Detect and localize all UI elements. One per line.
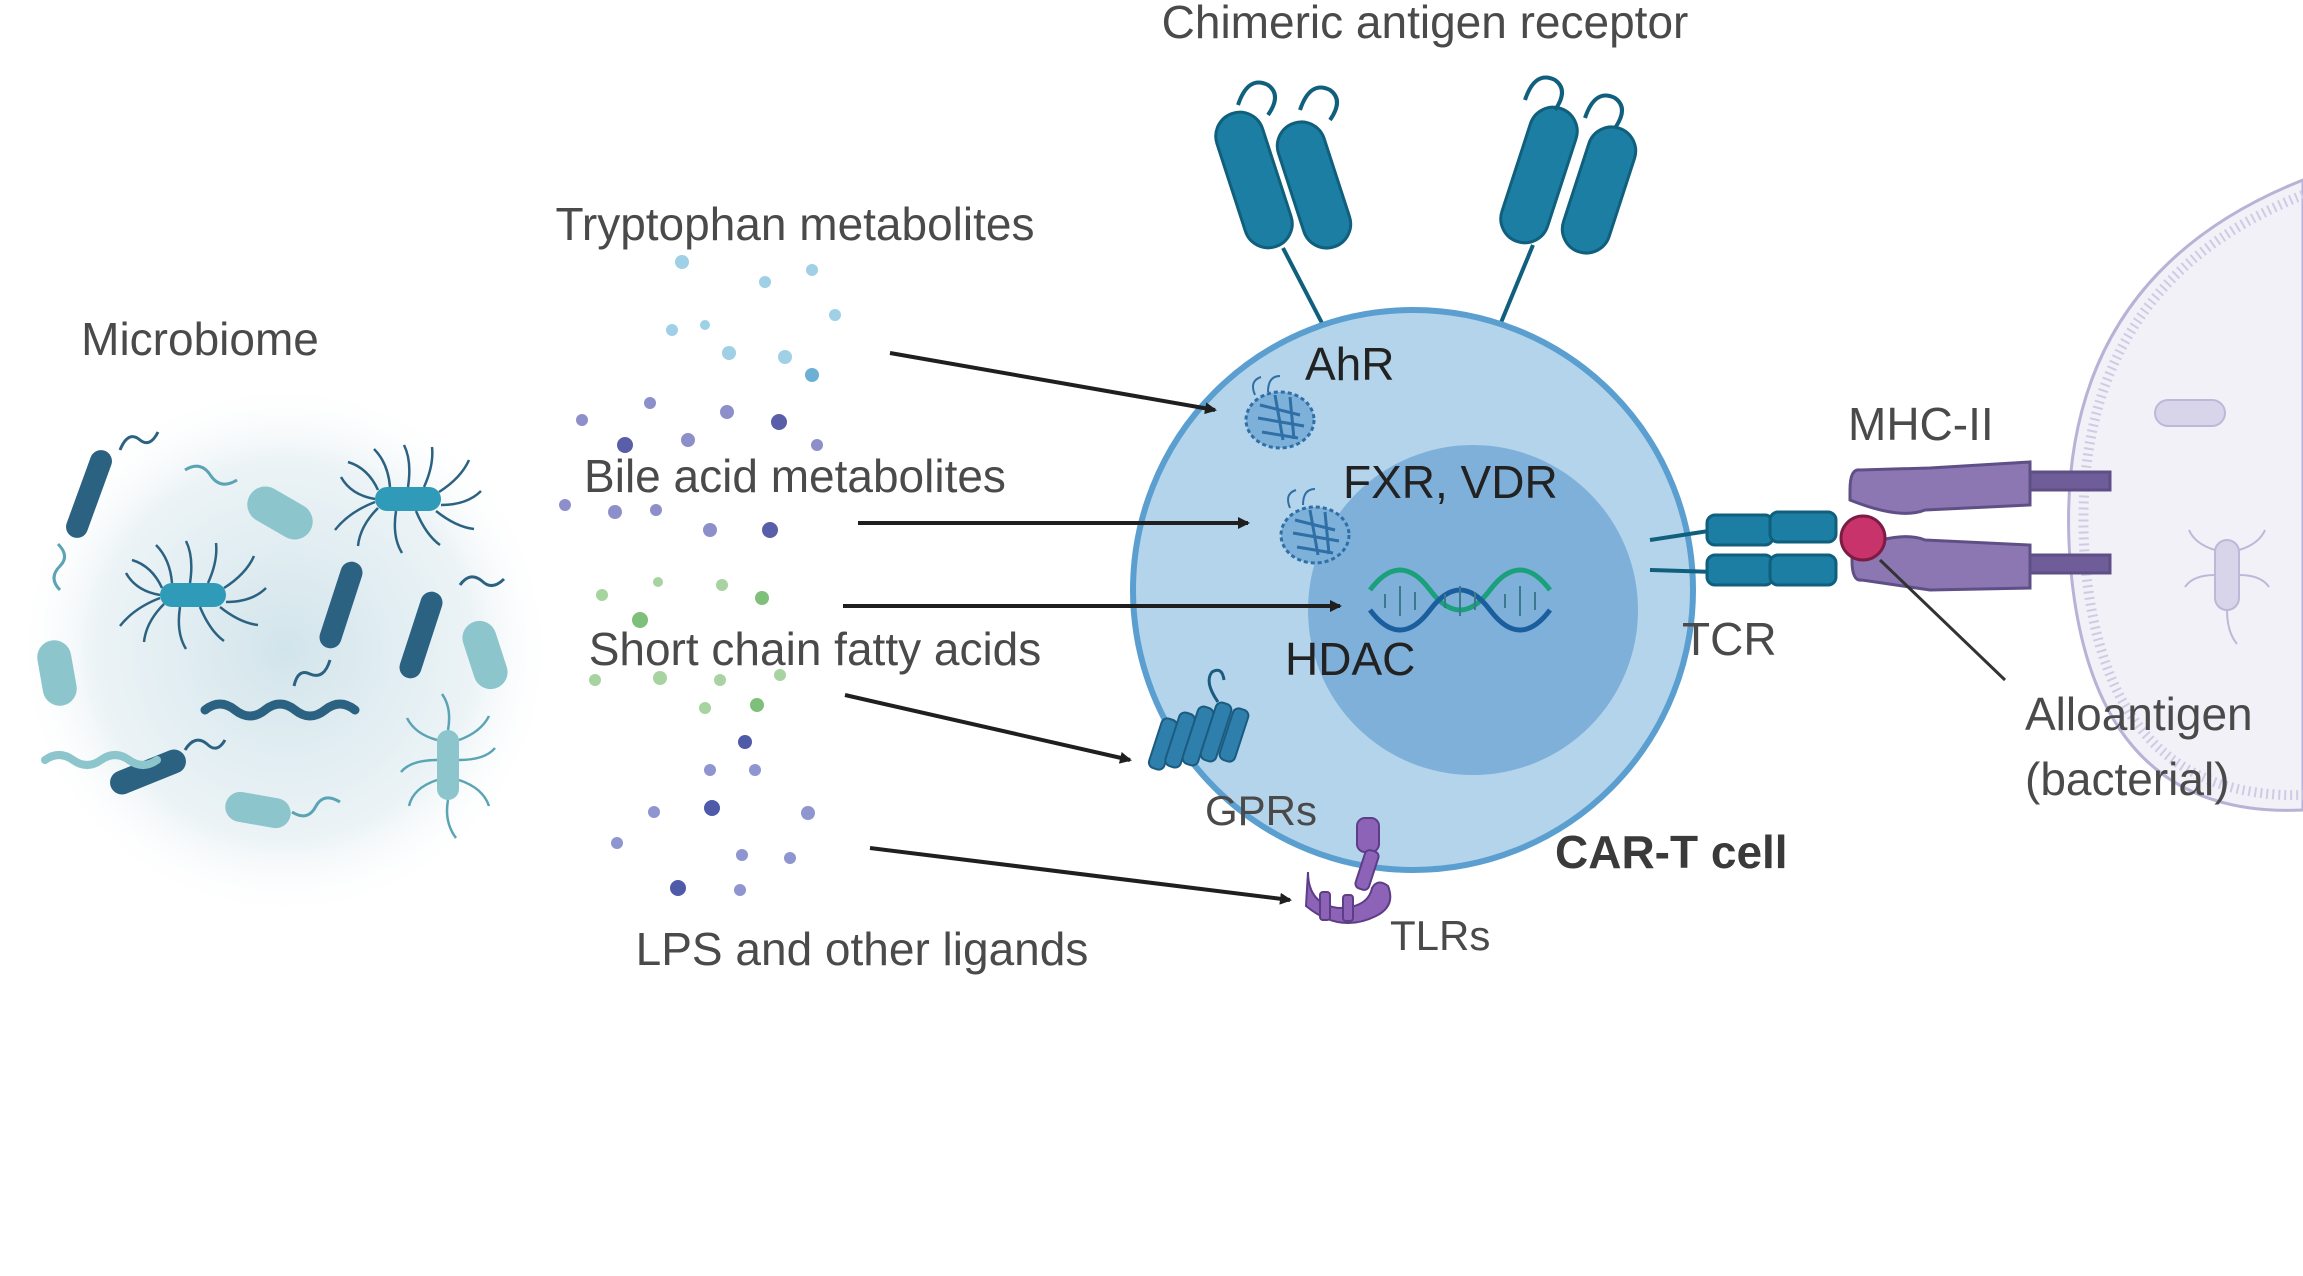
label-tryptophan: Tryptophan metabolites (555, 198, 1034, 250)
label-scfa: Short chain fatty acids (589, 623, 1042, 675)
bacterium-flagellated-icon (400, 693, 496, 839)
alloantigen-pointer (1878, 558, 2007, 682)
scfa-particles (589, 577, 786, 714)
bacterium-curved-icon (462, 620, 508, 690)
label-alloantigen-type: (bacterial) (2025, 753, 2230, 805)
spirochete-icon (41, 751, 161, 769)
bile-acid-particles (559, 397, 823, 538)
car-t-cell (1130, 307, 1838, 924)
ahr-receptor-icon (1244, 375, 1316, 450)
bacterium-curved-icon (37, 542, 77, 706)
lps-particles (611, 735, 815, 896)
label-tcr: TCR (1682, 613, 1777, 665)
label-ahr: AhR (1305, 338, 1394, 390)
label-microbiome: Microbiome (81, 313, 319, 365)
label-car-receptor: Chimeric antigen receptor (1162, 0, 1689, 48)
bacterium-flagellated-icon (119, 540, 267, 650)
label-fxr-vdr: FXR, VDR (1343, 456, 1558, 508)
target-cell (1839, 178, 2303, 812)
arrow-scfa-to-gpr (844, 693, 1132, 764)
label-hdac: HDAC (1285, 633, 1415, 685)
label-car-t-cell: CAR-T cell (1555, 826, 1788, 878)
label-bile-acid: Bile acid metabolites (584, 450, 1006, 502)
pathway-arrows (843, 351, 1342, 905)
microbiome-background (15, 380, 555, 920)
target-bacterium-icon (2154, 399, 2270, 645)
bacterium-curved-icon (184, 464, 313, 540)
bacterium-flagellated-icon (334, 444, 482, 554)
tlr-receptor-icon (1304, 817, 1392, 924)
tcr-icon (1649, 510, 1838, 587)
arrow-lps-to-tlr (869, 846, 1292, 905)
label-alloantigen: Alloantigen (2025, 688, 2253, 740)
label-lps: LPS and other ligands (636, 923, 1089, 975)
bacterium-rod-icon (110, 738, 227, 795)
dna-icon (1368, 567, 1552, 633)
label-mhc-ii: MHC-II (1848, 398, 1994, 450)
label-tlrs: TLRs (1390, 912, 1490, 959)
fxr-vdr-receptor-icon (1279, 488, 1351, 565)
label-gprs: GPRs (1205, 787, 1317, 834)
bacterium-rod-icon (66, 431, 160, 538)
spirochete-icon (200, 699, 360, 721)
tryptophan-particles (666, 255, 841, 382)
car-receptor-left-icon (1214, 80, 1353, 326)
bacterium-curved-icon (225, 791, 341, 829)
alloantigen-icon (1839, 514, 1887, 562)
microbiome-cluster (15, 380, 555, 920)
bacterium-rod-icon (292, 561, 363, 687)
bacterium-rod-icon (399, 575, 506, 679)
gpr-receptor-icon (1147, 668, 1250, 771)
nucleus (1308, 445, 1638, 775)
car-receptor-right-icon (1498, 75, 1638, 326)
arrow-tryptophan-to-ahr (889, 351, 1217, 415)
